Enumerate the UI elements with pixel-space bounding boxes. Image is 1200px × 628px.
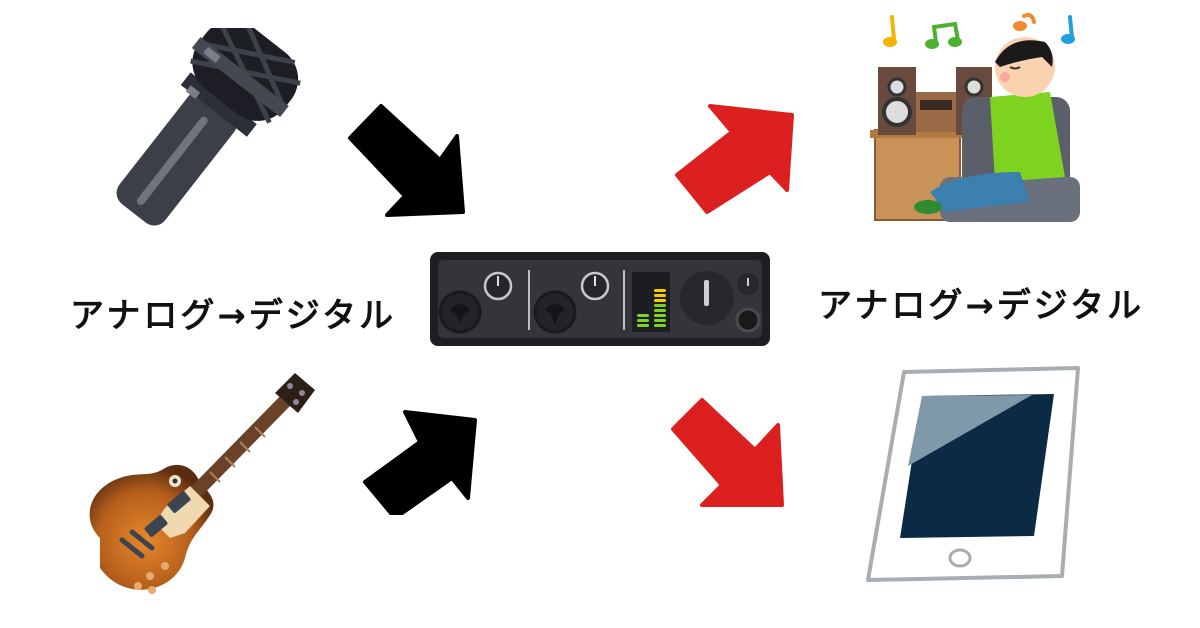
- arrow-interface-to-speakers: [672, 100, 802, 215]
- audio-interface-icon: [430, 252, 770, 346]
- listening-music-icon: [870, 12, 1085, 234]
- tablet-icon: [862, 366, 1084, 584]
- right-conversion-label: アナログ→デジタル: [818, 286, 1145, 326]
- arrow-mic-to-interface: [345, 100, 475, 220]
- arrow-interface-to-tablet: [670, 395, 790, 510]
- arrow-guitar-to-interface: [360, 400, 485, 515]
- guitar-icon: [70, 368, 320, 608]
- microphone-icon: [70, 28, 310, 258]
- left-conversion-label: アナログ→デジタル: [70, 296, 397, 336]
